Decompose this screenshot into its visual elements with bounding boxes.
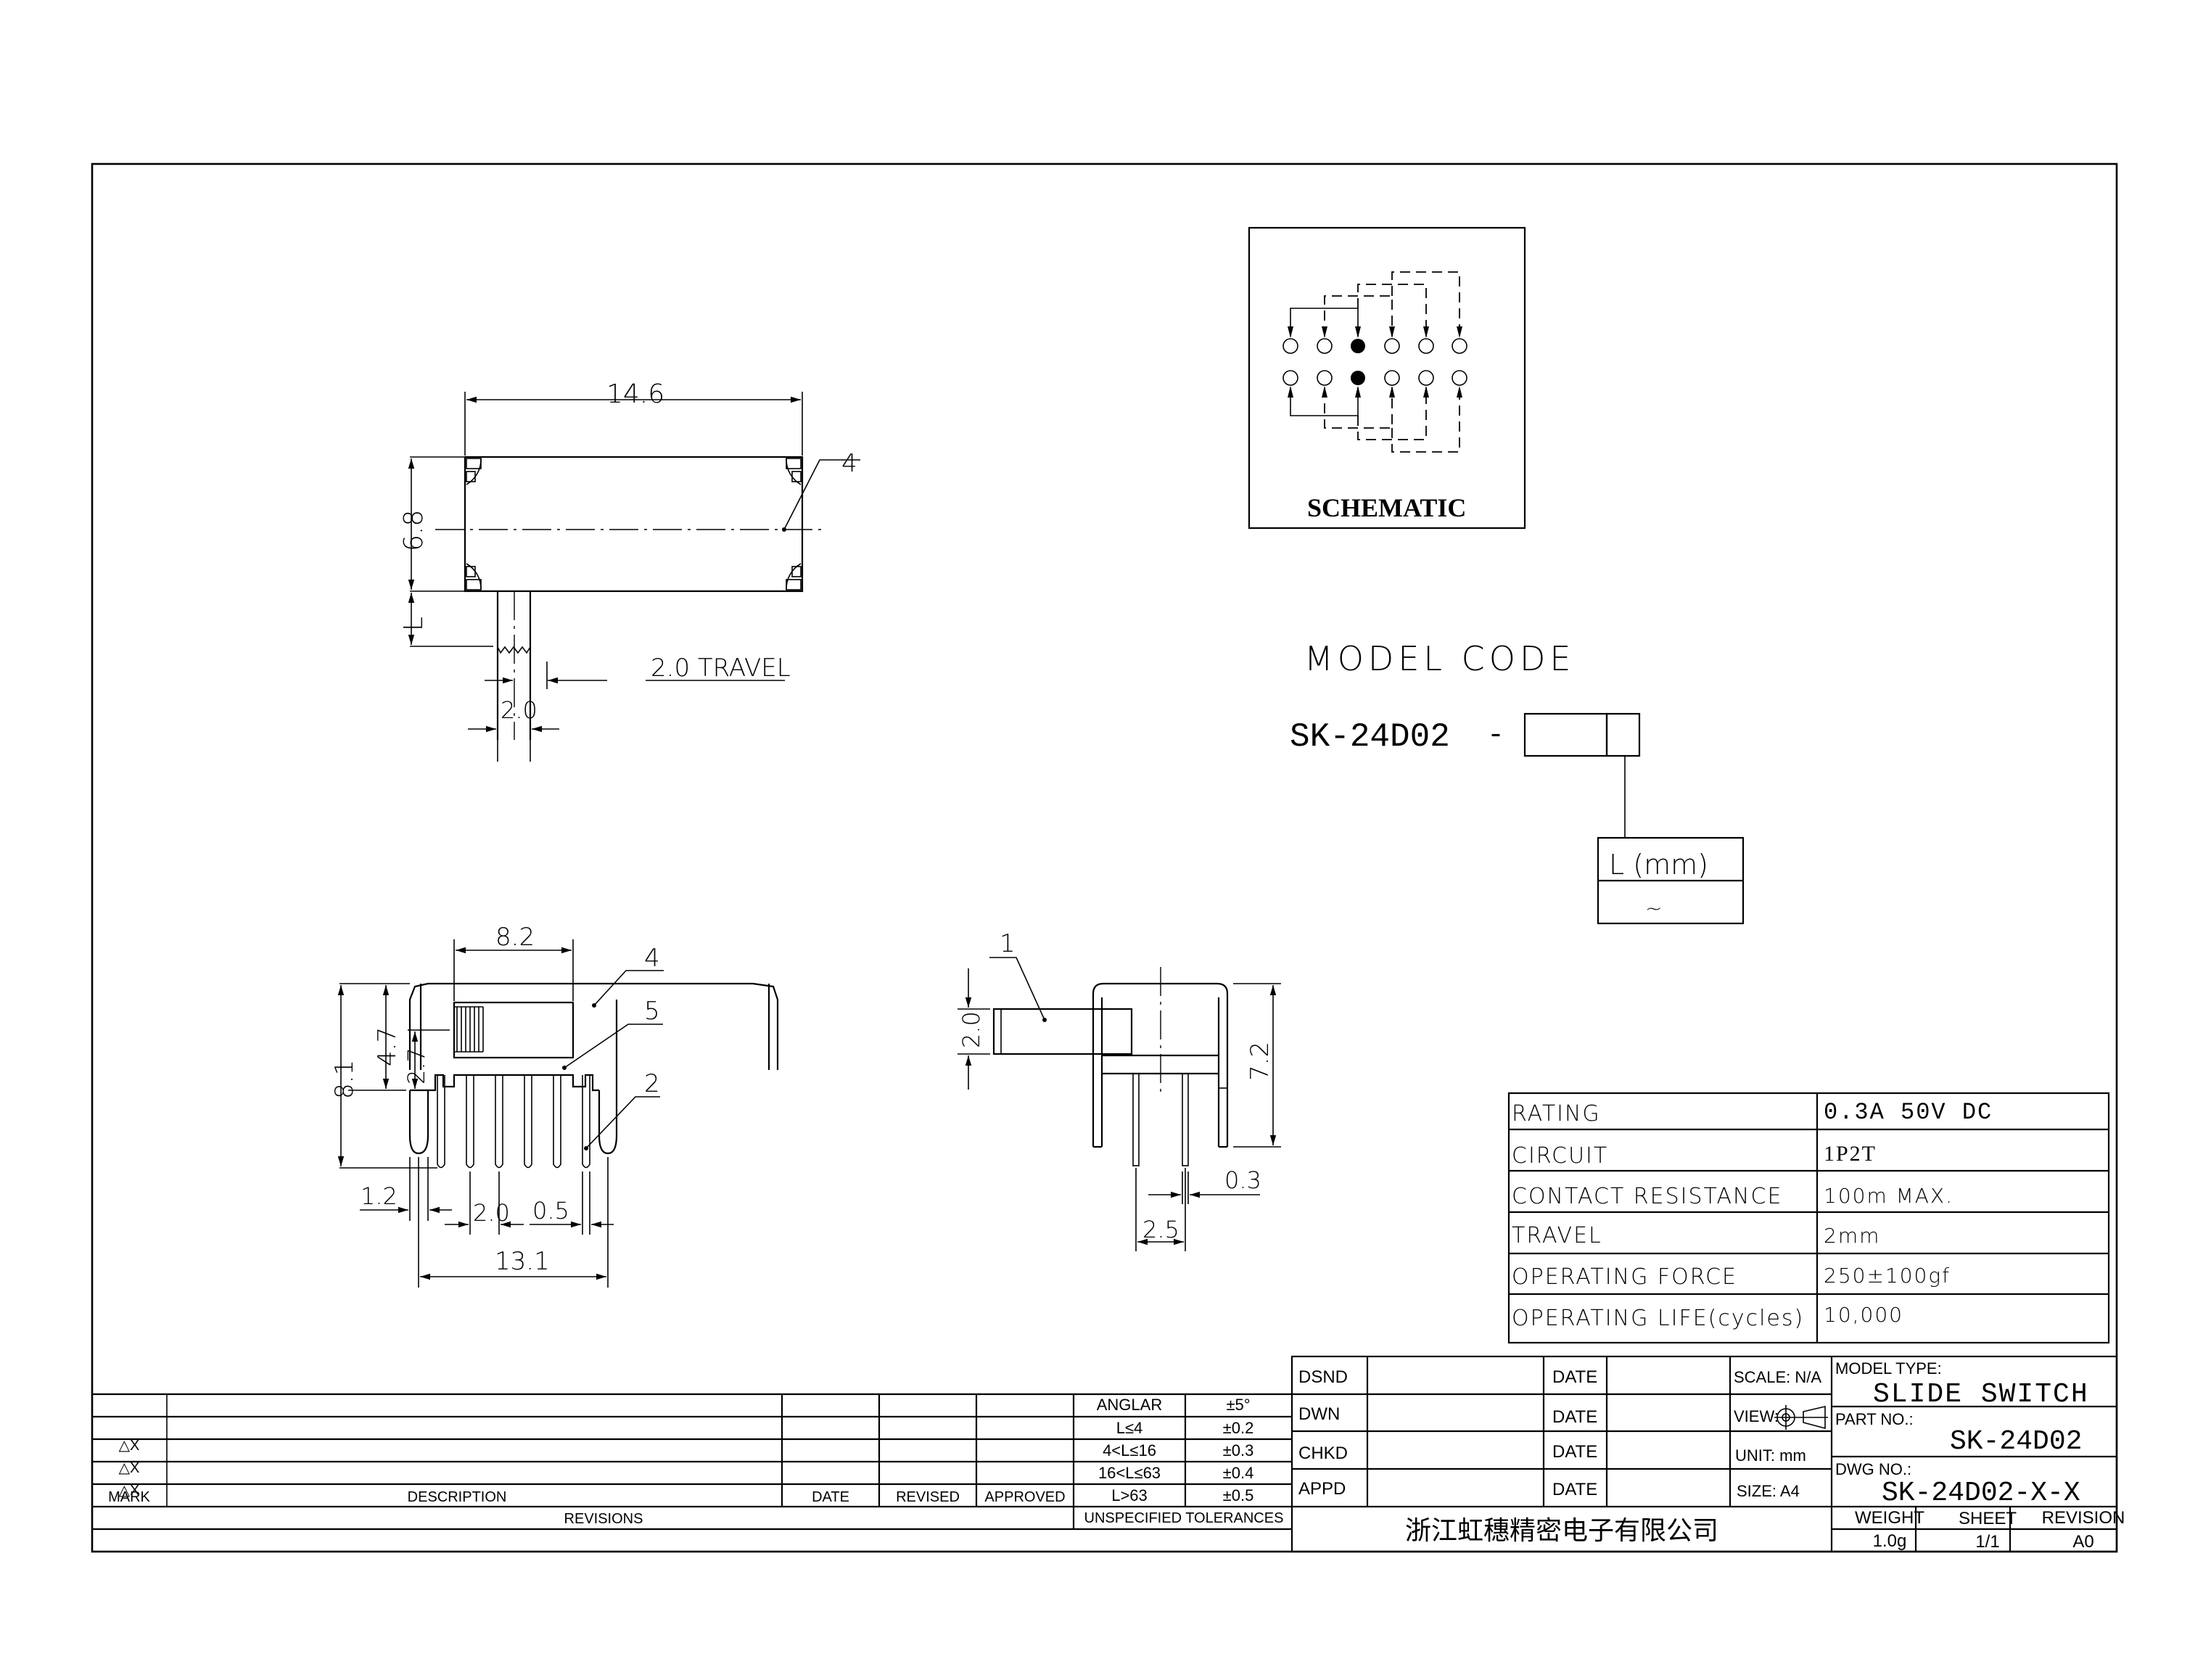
revision-label: REVISION [2042, 1508, 2125, 1528]
title-block [1290, 1355, 2118, 1553]
tolerance-value: ±0.3 [1223, 1441, 1254, 1459]
spec-value: 2mm [1824, 1224, 1880, 1248]
dim-8-1: 8.1 [330, 1060, 359, 1099]
date-label: DATE [1552, 1367, 1597, 1387]
revision-value: A0 [2072, 1532, 2093, 1552]
spec-label: OPERATING FORCE [1512, 1264, 1737, 1290]
length-legend-header: L (mm) [1609, 849, 1708, 881]
dim-L: L [399, 617, 429, 631]
date-label: DATE [1552, 1442, 1597, 1462]
model-code-prefix: SK-24D02 [1290, 718, 1450, 756]
front-view: 4 5 2 8.2 8.1 4.7 2.7 [330, 923, 779, 1288]
size-info: SIZE: A4 [1737, 1482, 1800, 1500]
role-label: DSND [1298, 1367, 1348, 1387]
tolerances-footer: UNSPECIFIED TOLERANCES [1084, 1510, 1284, 1526]
common-pin-bottom [1351, 371, 1365, 385]
dim-8-2: 8.2 [495, 923, 535, 952]
tolerance-range: L≤4 [1116, 1419, 1143, 1437]
revision-table [92, 1393, 1292, 1531]
tolerance-value: ±0.5 [1223, 1486, 1254, 1504]
tolerance-value: ±0.4 [1223, 1464, 1254, 1482]
spec-label: TRAVEL [1512, 1223, 1602, 1248]
length-legend-value: ~ [1645, 897, 1662, 921]
company-name: 浙江虹穗精密电子有限公司 [1405, 1516, 1718, 1545]
revisions-footer: REVISIONS [564, 1511, 643, 1527]
date-label: DATE [1552, 1407, 1597, 1427]
drawing-frame [91, 162, 2118, 1553]
dwg-no-label: DWG NO.: [1835, 1460, 1911, 1478]
dim-4-7: 4.7 [373, 1027, 402, 1066]
projection-symbol-icon [1774, 1405, 1828, 1430]
weight-label: WEIGHT [1855, 1508, 1924, 1528]
dim-1-2: 1.2 [361, 1182, 398, 1210]
header-description: DESCRIPTION [408, 1489, 507, 1505]
view-info: VIEW: [1734, 1407, 1779, 1425]
revision-mark: △X [119, 1460, 140, 1476]
scale-info: SCALE: N/A [1734, 1368, 1821, 1386]
dim-7-2: 7.2 [1246, 1042, 1275, 1081]
spec-label: CONTACT RESISTANCE [1512, 1184, 1782, 1209]
dim-2-0-pitch: 2.0 [473, 1199, 510, 1227]
model-type-value: SLIDE SWITCH [1873, 1379, 2089, 1410]
side-view: 1 2.0 7.2 0.3 2.5 [958, 929, 1281, 1251]
spec-label: OPERATING LIFE(cycles) [1512, 1306, 1804, 1331]
dim-2-0-actuator: 2.0 [501, 696, 538, 724]
tolerance-value: ±0.2 [1223, 1419, 1254, 1437]
schematic: SCHEMATIC [1248, 226, 1526, 530]
role-label: DWN [1298, 1404, 1340, 1424]
spec-value: 10,000 [1824, 1303, 1903, 1327]
header-approved: APPROVED [984, 1489, 1065, 1505]
model-type-label: MODEL TYPE: [1835, 1359, 1942, 1378]
sheet-value: 1/1 [1975, 1532, 1999, 1552]
specs-table [1507, 1092, 2110, 1344]
tolerance-range: 4<L≤16 [1103, 1441, 1156, 1459]
sheet-label: SHEET [1959, 1509, 2017, 1528]
header-date: DATE [812, 1489, 849, 1505]
model-code: MODEL CODE SK-24D02 - L (mm) ~ [1290, 639, 1745, 925]
spec-value: 100m MAX. [1824, 1184, 1953, 1208]
dim-6-8: 6.8 [399, 510, 429, 551]
tolerance-range: L>63 [1111, 1486, 1148, 1504]
revision-mark: △X [119, 1483, 140, 1499]
model-code-slot-length [1523, 712, 1608, 757]
dim-0-3: 0.3 [1224, 1166, 1261, 1194]
model-code-dash: - [1487, 720, 1504, 752]
travel-label: 2.0 TRAVEL [651, 654, 791, 683]
unit-info: UNIT: mm [1735, 1446, 1806, 1465]
tolerance-value: ±5° [1226, 1396, 1250, 1414]
header-mark: MARK [108, 1489, 150, 1505]
weight-value: 1.0g [1873, 1531, 1907, 1551]
part-no-label: PART NO.: [1835, 1410, 1914, 1428]
tolerance-range: 16<L≤63 [1098, 1464, 1161, 1482]
dwg-no-value: SK-24D02-X-X [1882, 1478, 2080, 1509]
schematic-title: SCHEMATIC [1307, 493, 1466, 522]
model-code-slot-suffix [1605, 712, 1641, 757]
role-label: APPD [1298, 1479, 1346, 1499]
common-pin-top [1351, 339, 1365, 353]
revision-mark: △X [119, 1438, 140, 1454]
callout-4: 4 [644, 944, 660, 973]
role-label: CHKD [1298, 1444, 1348, 1463]
dim-0-5: 0.5 [532, 1197, 569, 1224]
dim-2-7: 2.7 [403, 1047, 430, 1084]
dim-2-5: 2.5 [1142, 1216, 1179, 1243]
top-view: 4 14.6 6.8 L 2.0 TRAVEL 2.0 [399, 379, 860, 762]
date-label: DATE [1552, 1480, 1597, 1499]
dim-2-0-side: 2.0 [958, 1011, 985, 1048]
spec-label: CIRCUIT [1512, 1143, 1608, 1169]
spec-value: 0.3A 50V DC [1824, 1099, 1993, 1126]
callout-1: 1 [1000, 929, 1016, 958]
callout-2: 2 [644, 1069, 660, 1098]
header-revised: REVISED [896, 1489, 960, 1505]
spec-value: 1P2T [1824, 1142, 1877, 1166]
spec-value: 250±100gf [1824, 1264, 1951, 1288]
spec-label: RATING [1512, 1101, 1601, 1127]
dim-14-6: 14.6 [606, 379, 664, 409]
model-code-title: MODEL CODE [1304, 639, 1575, 678]
part-no-value: SK-24D02 [1950, 1426, 2082, 1457]
dim-13-1: 13.1 [495, 1247, 550, 1276]
callout-4: 4 [841, 449, 857, 478]
callout-5: 5 [644, 997, 660, 1026]
tolerance-range: ANGLAR [1097, 1396, 1162, 1414]
